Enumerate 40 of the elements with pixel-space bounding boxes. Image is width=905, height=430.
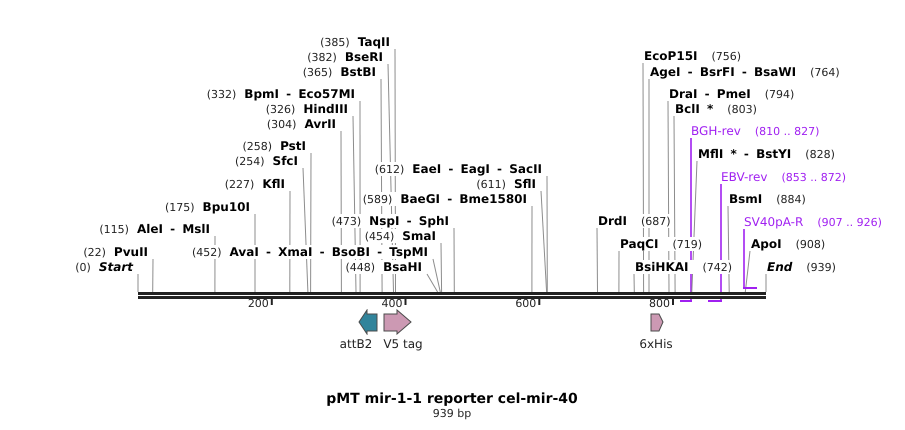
tick-label: 200 [248,297,269,311]
leader-line [440,242,442,292]
primer-label: BGH-rev (810 .. 827) [690,124,820,138]
leader-line [546,176,548,292]
leader-line [302,168,308,292]
leader-line [454,228,455,292]
feature-label: 6xHis [639,337,673,351]
primer-leader-line [743,229,745,287]
enzyme-site-label: EcoP15I (756) [643,49,742,63]
leader-line [152,258,154,292]
enzyme-site-label: DraI - PmeI (794) [668,87,794,101]
primer-label: EBV-rev (853 .. 872) [720,170,846,184]
dna-backbone [138,292,766,299]
enzyme-site-label: BsmI (884) [728,192,806,206]
tick-label: 800 [649,297,670,311]
enzyme-site-label: BsiHKAI (742) [634,260,732,274]
leader-line [432,258,441,292]
enzyme-site-label: DrdI (687) [597,214,671,228]
enzyme-site-label: ApoI (908) [750,237,826,251]
sequence-end-label: End (939) [766,260,836,274]
leader-line [744,250,750,292]
leader-line [634,274,635,292]
leader-line [531,206,532,292]
tick-label: 600 [515,297,536,311]
feature-label: V5 tag [383,337,423,351]
enzyme-site-label: MflI * - BstYI (828) [697,147,835,161]
leader-line [426,274,438,292]
enzyme-site-label: PaqCI (719) [619,237,702,251]
enzyme-site-label: BclI * (803) [674,102,757,116]
map-caption: 939 bp [432,407,472,421]
leader-line [289,190,290,292]
leader-line [540,190,548,292]
tick-label: 400 [382,297,402,311]
leader-line [618,250,620,292]
map-title: pMT mir-1-1 reporter cel-mir-40 [326,390,578,408]
enzyme-site-label: AgeI - BsrFI - BsaWI (764) [649,65,840,79]
primer-label: SV40pA-R (907 .. 926) [743,215,882,229]
leader-line [596,228,598,292]
feature-label: attB2 [340,337,372,351]
leader-line [310,152,312,292]
